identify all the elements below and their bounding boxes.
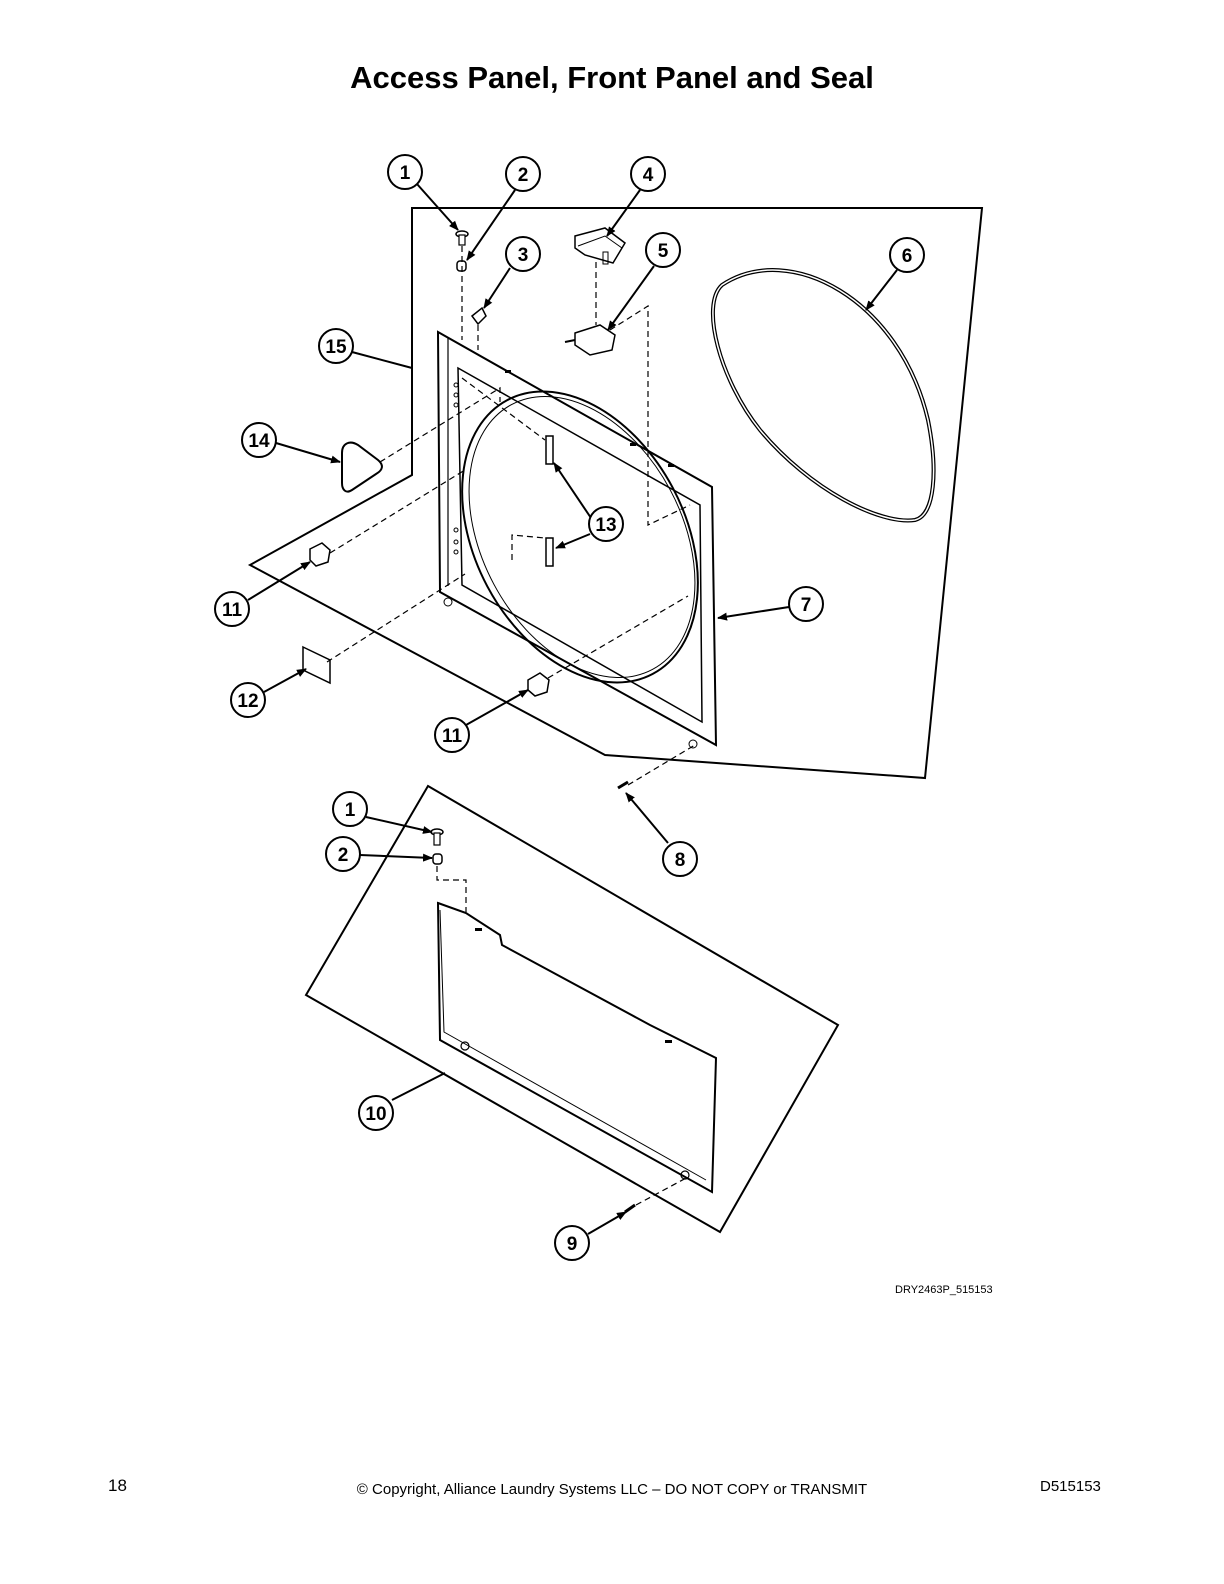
callout-11-left: 11: [214, 591, 250, 627]
catch-part-11-right: [527, 672, 550, 697]
svg-text:15: 15: [325, 337, 347, 358]
callout-2-bottom: 2: [325, 836, 361, 872]
door-switch-part-5: [564, 324, 616, 356]
hinge-part-13: [545, 435, 554, 567]
svg-text:5: 5: [658, 241, 669, 262]
svg-text:3: 3: [518, 245, 529, 266]
svg-text:2: 2: [338, 845, 349, 866]
clip-part-3: [470, 306, 487, 326]
callout-9: 9: [554, 1225, 590, 1261]
catch-part-11-left: [309, 542, 331, 567]
access-panel-part: [436, 901, 718, 1194]
svg-text:11: 11: [222, 600, 243, 621]
svg-text:1: 1: [345, 800, 356, 821]
callout-3: 3: [505, 236, 541, 272]
callout-8: 8: [662, 841, 698, 877]
svg-text:8: 8: [675, 850, 686, 871]
upper-assembly-plane: [247, 207, 984, 780]
callout-12: 12: [230, 682, 266, 718]
svg-text:9: 9: [567, 1234, 578, 1255]
svg-text:13: 13: [595, 515, 616, 536]
door-seal-part: [710, 268, 936, 523]
svg-text:10: 10: [365, 1104, 386, 1125]
drawing-id: DRY2463P_515153: [895, 1284, 993, 1296]
page-number: 18: [108, 1476, 127, 1495]
callout-2-top: 2: [505, 156, 541, 192]
svg-text:7: 7: [801, 595, 812, 616]
svg-text:1: 1: [400, 163, 411, 184]
callout-1-bottom: 1: [332, 791, 368, 827]
assembly-dash-lines: [326, 246, 696, 1206]
lower-assembly-plane: [304, 784, 840, 1234]
callout-11-right: 11: [434, 717, 470, 753]
svg-text:14: 14: [248, 431, 270, 452]
callout-14: 14: [241, 422, 277, 458]
spacer-part-2-bottom: [432, 853, 443, 865]
svg-text:2: 2: [518, 165, 529, 186]
page-title: Access Panel, Front Panel and Seal: [350, 60, 874, 95]
label-triangle-part-14: [341, 441, 383, 493]
screw-part-1-bottom: [430, 828, 444, 846]
callout-4: 4: [630, 156, 666, 192]
callout-6: 6: [889, 237, 925, 273]
callout-5: 5: [645, 232, 681, 268]
label-part-12: [302, 645, 331, 685]
svg-text:6: 6: [902, 246, 913, 267]
screw-part-8: [617, 780, 629, 790]
screw-part-9: [624, 1203, 636, 1214]
leader-lines: [247, 183, 898, 1235]
switch-cover-part-4: [574, 227, 626, 265]
copyright-notice: © Copyright, Alliance Laundry Systems LL…: [356, 1481, 868, 1498]
front-panel-part: [436, 330, 718, 749]
callout-13: 13: [588, 506, 624, 542]
callout-15: 15: [318, 328, 354, 364]
screw-part-1-top: [455, 230, 469, 246]
callout-1-top: 1: [387, 154, 423, 190]
callout-7: 7: [788, 586, 824, 622]
callout-10: 10: [358, 1095, 394, 1131]
svg-text:11: 11: [442, 726, 463, 747]
svg-text:12: 12: [237, 691, 258, 712]
document-number: D515153: [1040, 1478, 1101, 1495]
svg-text:4: 4: [643, 165, 654, 186]
